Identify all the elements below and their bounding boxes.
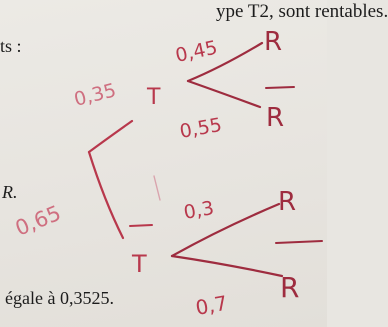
branch-Tbar-to-Rbar	[170, 254, 284, 278]
printed-text-line-2: ts :	[0, 36, 22, 56]
prob-Tbar: 0,65	[12, 201, 64, 241]
faint-tick	[153, 175, 161, 201]
prob-R-given-T: 0,45	[173, 37, 219, 67]
branch-T-to-R	[186, 41, 264, 83]
branch-T-to-Rbar	[186, 79, 262, 109]
prob-Rbar-given-Tbar: 0,7	[194, 291, 229, 320]
prob-T: 0,35	[72, 79, 118, 111]
printed-text-line-3: R.	[2, 182, 18, 202]
node-T-label: T	[146, 85, 161, 110]
leaf-Rbar-top: R	[266, 103, 284, 133]
branch-root-to-T	[87, 119, 134, 154]
printed-text-line-1: ype T2, sont rentables.	[216, 1, 388, 22]
leaf-R-top: R	[264, 27, 282, 57]
branch-Tbar-to-R	[170, 202, 281, 258]
node-Tbar-overline	[129, 224, 153, 227]
probability-tree: T T 0,35 0,65 0,45 0,55 0,3 0,7 R R R R	[12, 27, 323, 320]
leaf-Rbar-bottom: R	[280, 271, 299, 304]
node-Tbar-label: T	[131, 250, 147, 278]
branch-root-to-Tbar	[87, 150, 125, 240]
leaf-Rbar-top-overline	[265, 86, 295, 89]
prob-Rbar-given-T: 0,55	[178, 114, 223, 143]
leaf-Rbar-bottom-overline	[275, 240, 323, 244]
printed-text-line-4: égale à 0,3525.	[5, 288, 114, 308]
prob-R-given-Tbar: 0,3	[182, 197, 216, 224]
leaf-R-bottom: R	[278, 187, 296, 217]
